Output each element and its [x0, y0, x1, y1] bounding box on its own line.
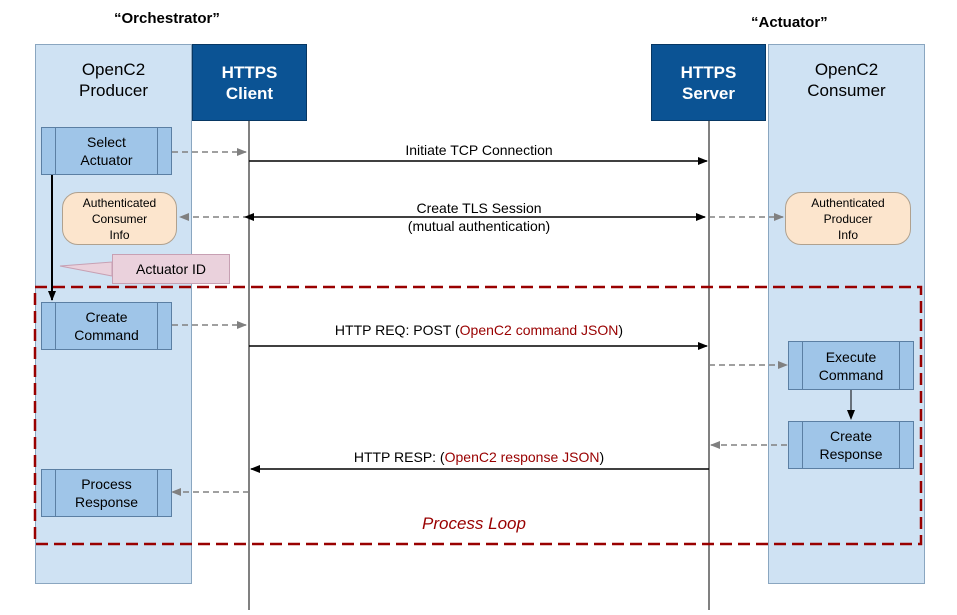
tls-message-sublabel: (mutual authentication): [407, 218, 551, 234]
execute-command-line1: Execute: [825, 348, 877, 365]
create-response-line2: Response: [819, 446, 883, 462]
client-title-line2: Client: [225, 84, 274, 103]
producer-title-line2: Producer: [79, 81, 148, 100]
create-command-line1: Create: [85, 309, 128, 325]
producer-title-line1: OpenC2: [81, 60, 146, 79]
producer-info-line2: Producer: [823, 211, 873, 226]
process-loop-frame: [33, 285, 923, 546]
request-suffix: ): [618, 322, 624, 338]
execute-command-box: Execute Command: [788, 341, 914, 390]
producer-info-line3: Info: [837, 227, 858, 242]
https-server-box: HTTPS Server: [651, 44, 766, 121]
process-loop-label: Process Loop: [422, 514, 526, 533]
actuator-label: “Actuator”: [751, 14, 828, 31]
tcp-message-label: Initiate TCP Connection: [405, 142, 553, 158]
response-message-label: HTTP RESP: (OpenC2 response JSON): [249, 448, 709, 466]
response-suffix: ): [599, 449, 605, 465]
consumer-lane: OpenC2 Consumer: [768, 44, 925, 584]
consumer-lane-title: OpenC2 Consumer: [769, 45, 924, 101]
client-title-line1: HTTPS: [221, 63, 278, 82]
request-payload: OpenC2 command JSON: [459, 322, 619, 338]
consumer-title-line2: Consumer: [807, 81, 886, 100]
request-prefix: HTTP REQ: POST (: [334, 322, 460, 338]
server-title-line1: HTTPS: [680, 63, 737, 82]
response-payload: OpenC2 response JSON: [444, 449, 600, 465]
https-client-box: HTTPS Client: [192, 44, 307, 121]
consumer-info-box: Authenticated Consumer Info: [62, 192, 177, 245]
consumer-info-line3: Info: [109, 227, 130, 242]
consumer-info-line2: Consumer: [91, 211, 148, 226]
create-command-line2: Command: [74, 327, 139, 343]
create-response-line1: Create: [829, 428, 873, 444]
producer-info-line1: Authenticated: [811, 195, 885, 210]
execute-command-line2: Command: [818, 366, 884, 383]
consumer-title-line1: OpenC2: [814, 60, 879, 79]
callout-pointer: [59, 261, 113, 277]
select-actuator-line2: Actuator: [80, 152, 133, 168]
select-actuator-box: Select Actuator: [41, 127, 172, 175]
response-prefix: HTTP RESP: (: [353, 449, 445, 465]
process-response-box: Process Response: [41, 469, 172, 517]
process-response-line2: Response: [74, 494, 139, 510]
consumer-info-line1: Authenticated: [82, 195, 157, 210]
create-command-box: Create Command: [41, 302, 172, 350]
producer-info-box: Authenticated Producer Info: [785, 192, 911, 245]
select-actuator-line1: Select: [87, 134, 126, 150]
create-response-box: Create Response: [788, 421, 914, 469]
request-message-label: HTTP REQ: POST (OpenC2 command JSON): [249, 321, 709, 339]
tls-message-label: Create TLS Session: [416, 200, 542, 216]
orchestrator-label: “Orchestrator”: [114, 10, 220, 27]
actuator-id-callout: Actuator ID: [112, 254, 230, 284]
server-title-line2: Server: [682, 84, 735, 103]
producer-lane-title: OpenC2 Producer: [36, 45, 191, 101]
process-response-line1: Process: [81, 476, 132, 492]
